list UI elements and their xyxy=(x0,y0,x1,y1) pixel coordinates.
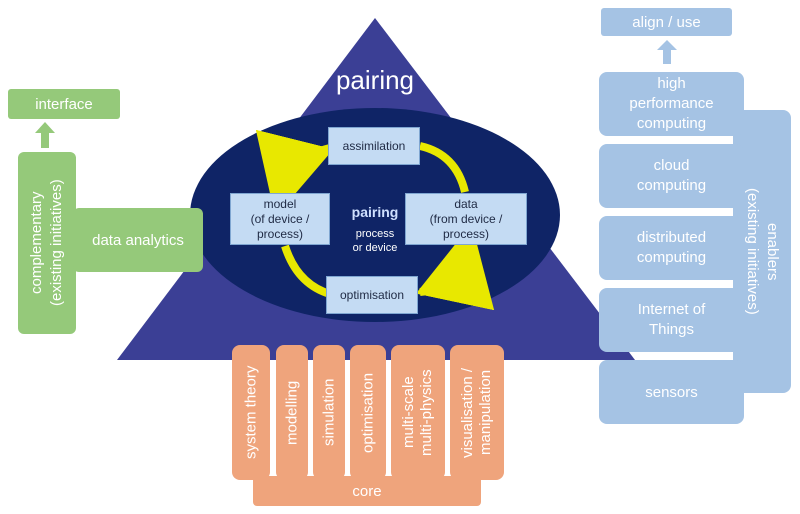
sensors-box: sensors xyxy=(599,360,744,424)
center-pairing-label: pairing xyxy=(351,204,399,220)
pillar-multi-scale: multi-scale multi-physics xyxy=(391,345,445,480)
data-box: data (from device / process) xyxy=(405,193,527,245)
center-process-label: process or device xyxy=(352,228,398,254)
pillar-modelling: modelling xyxy=(276,345,308,480)
cycle-arrow-bottom-left xyxy=(281,244,332,298)
interface-up-arrow xyxy=(35,122,55,148)
cycle-arrow-bottom-right xyxy=(415,223,495,311)
cycle-arrow-top-left xyxy=(255,129,334,218)
pillar-simulation: simulation xyxy=(313,345,345,480)
distributed-computing-box: distributed computing xyxy=(599,216,744,280)
pillar-optimisation: optimisation xyxy=(350,345,386,480)
cloud-computing-box: cloud computing xyxy=(599,144,744,208)
align-up-arrow xyxy=(657,40,677,64)
cycle-arrow-top-right xyxy=(418,142,469,194)
core-box: core xyxy=(253,476,481,506)
align-use-box: align / use xyxy=(601,8,732,36)
pillar-visualisation: visualisation / manipulation xyxy=(450,345,504,480)
complementary-box: complementary (existing initiatives) xyxy=(18,152,76,334)
data-analytics-box: data analytics xyxy=(73,208,203,272)
pillar-system-theory: system theory xyxy=(232,345,270,480)
assimilation-box: assimilation xyxy=(328,127,420,165)
hpc-box: high performance computing xyxy=(599,72,744,136)
optimisation-box: optimisation xyxy=(326,276,418,314)
pyramid-title: pairing xyxy=(335,64,415,95)
enablers-label: enablers (existing initiatives) xyxy=(744,188,781,315)
iot-box: Internet of Things xyxy=(599,288,744,352)
interface-box: interface xyxy=(8,89,120,119)
model-box: model (of device / process) xyxy=(230,193,330,245)
